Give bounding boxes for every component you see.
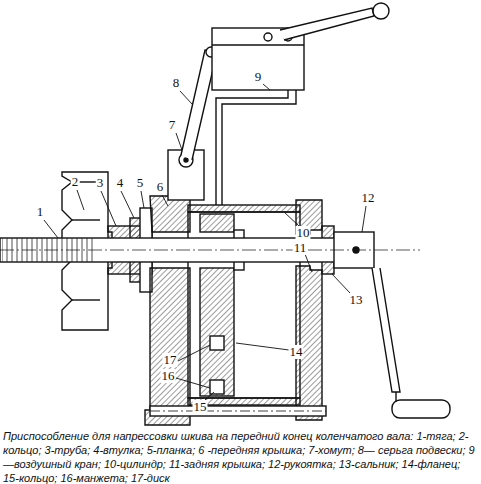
callout-number: 7	[168, 118, 177, 132]
callout-number: 8	[172, 76, 181, 90]
callout-number: 6	[156, 180, 165, 194]
callout-number: 5	[136, 176, 145, 190]
callout-number: 14	[289, 345, 304, 359]
callout-number: 9	[254, 70, 263, 84]
callout-number: 1	[36, 205, 45, 219]
callout-number: 12	[361, 191, 376, 205]
callout-number: 15	[193, 400, 208, 414]
callout-number: 17	[163, 353, 178, 367]
callout-number: 2	[71, 175, 80, 189]
callout-number: 16	[161, 369, 176, 383]
callout-number: 13	[349, 293, 364, 307]
callout-number: 3	[96, 176, 105, 190]
figure-caption: Приспособление для напрессовки шкива на …	[3, 429, 477, 484]
callout-number: 10	[296, 226, 311, 240]
callout-number: 11	[293, 241, 308, 255]
callout-number: 4	[116, 176, 125, 190]
